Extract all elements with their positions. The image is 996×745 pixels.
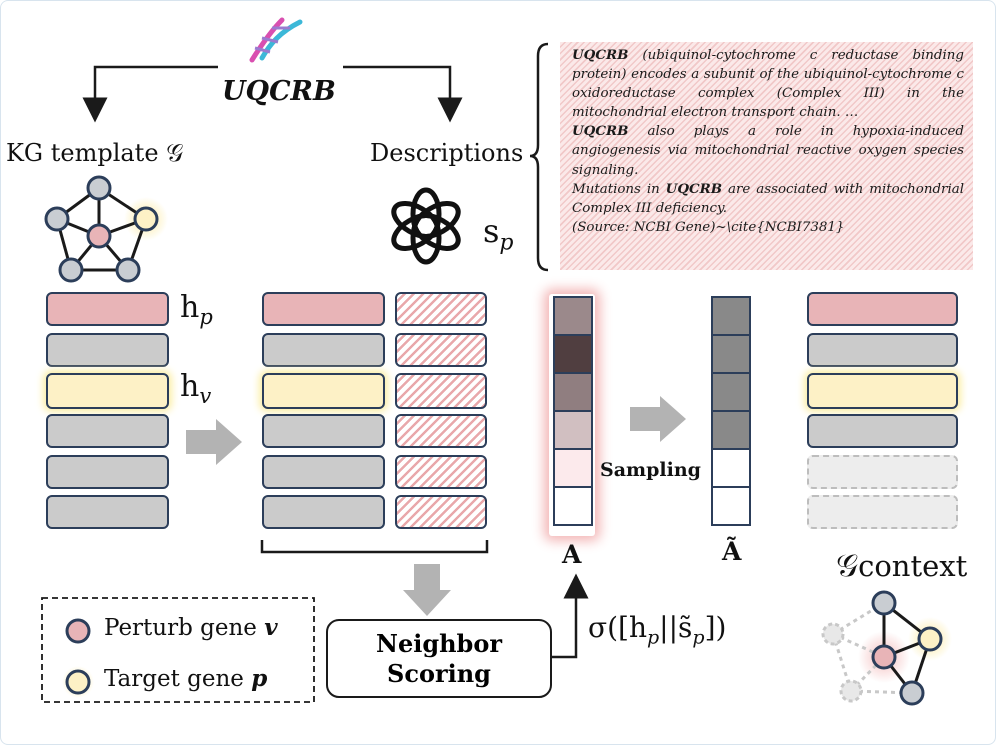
- arrow-to-A: [552, 573, 589, 659]
- graph-node: [44, 206, 70, 232]
- attention-cell: [711, 372, 751, 412]
- attention-cell: [553, 486, 593, 526]
- attention-cell: [553, 372, 593, 412]
- right-arrow-1: [186, 419, 242, 465]
- node-bar-perturb: [262, 292, 385, 326]
- embedding-bar-target: [46, 373, 169, 409]
- right-arrow-2: [630, 396, 686, 442]
- attention-cell: [711, 448, 751, 488]
- description-embedding-bar: [395, 455, 487, 489]
- context-bar: [807, 414, 958, 448]
- perturb-node: [86, 223, 112, 249]
- g-context-label: 𝒢context: [836, 548, 968, 584]
- s-p-subscript: p: [499, 230, 514, 256]
- graph-node: [86, 175, 112, 201]
- node-bar: [262, 414, 385, 448]
- attention-cell: [553, 410, 593, 450]
- attention-cell: [711, 334, 751, 374]
- description-embedding-bar: [395, 414, 487, 448]
- legend-perturb-text: Perturb gene v: [104, 614, 278, 641]
- embedding-bar: [46, 455, 169, 489]
- down-arrow: [403, 564, 451, 616]
- context-bar: [807, 333, 958, 367]
- g-context-graph: [821, 590, 952, 706]
- target-legend-icon: [65, 669, 91, 695]
- embedding-bar: [46, 333, 169, 367]
- s-p-symbol: s: [483, 212, 500, 250]
- s-p-label: sp: [483, 212, 514, 255]
- node-bar: [262, 495, 385, 529]
- legend-box: [41, 597, 315, 703]
- h-v-label: hv: [180, 369, 212, 408]
- attention-cell: [711, 486, 751, 526]
- description-panel: [560, 42, 973, 270]
- graph-node: [58, 257, 84, 283]
- description-brace: [529, 42, 549, 272]
- neighbor-scoring-line-2: Scoring: [387, 659, 491, 688]
- description-text: UQCRB (ubiquinol-cytochrome c reductase …: [572, 46, 964, 237]
- description-embedding-bar: [395, 495, 487, 529]
- dna-icon: [249, 17, 303, 63]
- sampling-label: Sampling: [600, 459, 701, 481]
- arrow-to-descriptions: [343, 65, 463, 123]
- context-bar-perturb: [807, 292, 958, 326]
- description-paragraph-1: UQCRB (ubiquinol-cytochrome c reductase …: [572, 47, 964, 121]
- node-bar-target: [262, 373, 385, 409]
- kg-template-label: KG template 𝒢: [6, 139, 184, 167]
- context-bar-dropped: [807, 455, 958, 489]
- description-embedding-bar: [395, 292, 487, 326]
- description-embedding-bar: [395, 373, 487, 409]
- attention-cell: [711, 296, 751, 336]
- h-p-label: hp: [180, 290, 213, 329]
- target-node: [133, 206, 159, 232]
- llm-logo-icon: [391, 187, 461, 265]
- A-label: A: [562, 540, 582, 569]
- embedding-bar: [46, 495, 169, 529]
- attention-cell: [553, 448, 593, 488]
- sigma-formula: σ([hp||s̃p]): [588, 611, 727, 649]
- attention-cell: [553, 296, 593, 336]
- description-paragraph-2: UQCRB also plays a role in hypoxia-induc…: [572, 123, 964, 178]
- embedding-bar: [46, 414, 169, 448]
- graph-node: [115, 257, 141, 283]
- arrow-to-kg-template: [82, 65, 218, 123]
- description-embedding-bar: [395, 333, 487, 367]
- description-paragraph-3: Mutations in UQCRB are associated with m…: [572, 180, 964, 216]
- gene-symbol: UQCRB: [222, 76, 336, 107]
- neighbor-scoring-line-1: Neighbor: [376, 629, 502, 658]
- attention-cell: [711, 410, 751, 450]
- context-bar-dropped: [807, 495, 958, 529]
- A-tilde-label: Ã: [722, 537, 742, 566]
- context-bar-target: [807, 373, 958, 409]
- node-bar: [262, 455, 385, 489]
- embedding-bar-perturb: [46, 292, 169, 326]
- attention-cell: [553, 334, 593, 374]
- neighbor-scoring-box: Neighbor Scoring: [326, 619, 552, 698]
- kg-template-graph: [44, 175, 168, 283]
- middle-bracket: [260, 540, 489, 554]
- node-bar: [262, 333, 385, 367]
- legend-target-text: Target gene p: [104, 665, 268, 692]
- description-source: (Source: NCBI Gene)~\cite{NCBI7381}: [572, 219, 845, 235]
- perturb-legend-icon: [65, 618, 91, 644]
- descriptions-label: Descriptions: [370, 139, 524, 167]
